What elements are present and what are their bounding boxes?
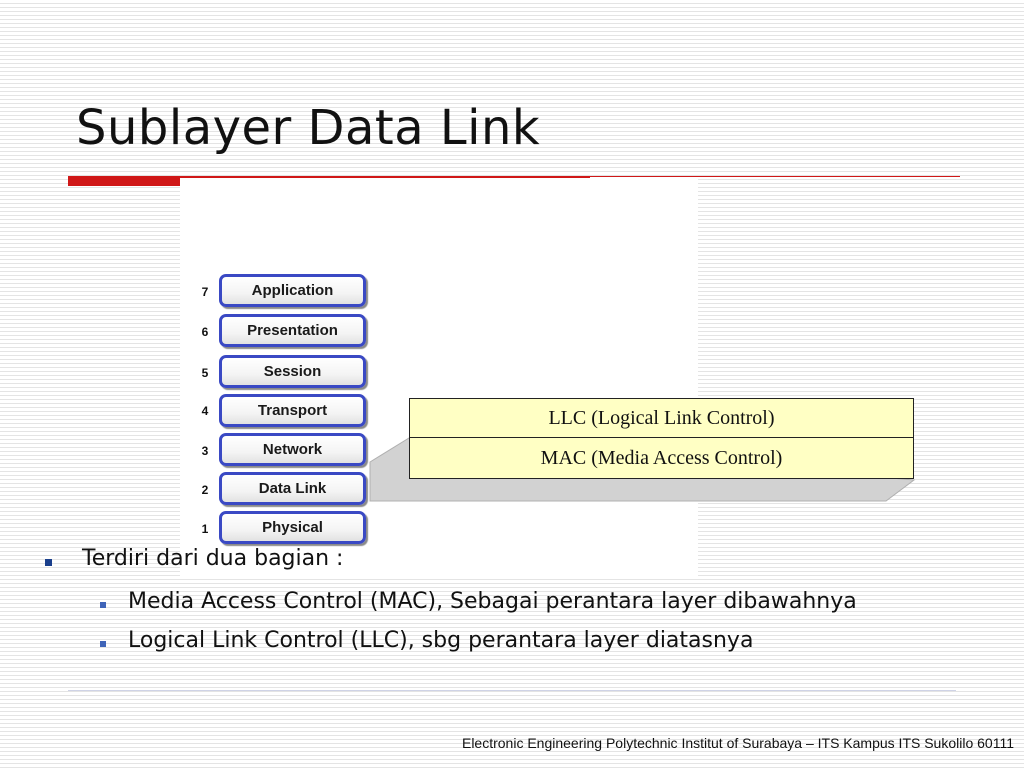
footer-text: Electronic Engineering Polytechnic Insti…: [461, 735, 1014, 751]
layer-box-presentation: Presentation: [219, 314, 366, 347]
bullet-sub-mac: Media Access Control (MAC), Sebagai pera…: [128, 589, 857, 614]
sublayer-mac: MAC (Media Access Control): [409, 438, 914, 479]
bullet-marker-main: [45, 559, 52, 566]
layer-box-application: Application: [219, 274, 366, 307]
layer-number-4: 4: [201, 404, 209, 418]
title-underline-thin: [590, 176, 960, 177]
layer-box-network: Network: [219, 433, 366, 466]
layer-box-data-link: Data Link: [219, 472, 366, 505]
layer-number-6: 6: [201, 325, 209, 339]
sublayer-llc: LLC (Logical Link Control): [409, 398, 914, 438]
layer-box-physical: Physical: [219, 511, 366, 544]
layer-number-3: 3: [201, 444, 209, 458]
bullet-marker-sub-2: [100, 641, 106, 647]
footer-divider: [68, 690, 956, 691]
layer-number-2: 2: [201, 483, 209, 497]
layer-number-1: 1: [201, 522, 209, 536]
bullet-marker-sub-1: [100, 602, 106, 608]
layer-box-transport: Transport: [219, 394, 366, 427]
slide-title: Sublayer Data Link: [76, 100, 541, 156]
bullet-sub-llc: Logical Link Control (LLC), sbg perantar…: [128, 628, 754, 653]
layer-number-7: 7: [201, 285, 209, 299]
bullet-main: Terdiri dari dua bagian :: [82, 546, 344, 571]
layer-number-5: 5: [201, 366, 209, 380]
layer-box-session: Session: [219, 355, 366, 388]
